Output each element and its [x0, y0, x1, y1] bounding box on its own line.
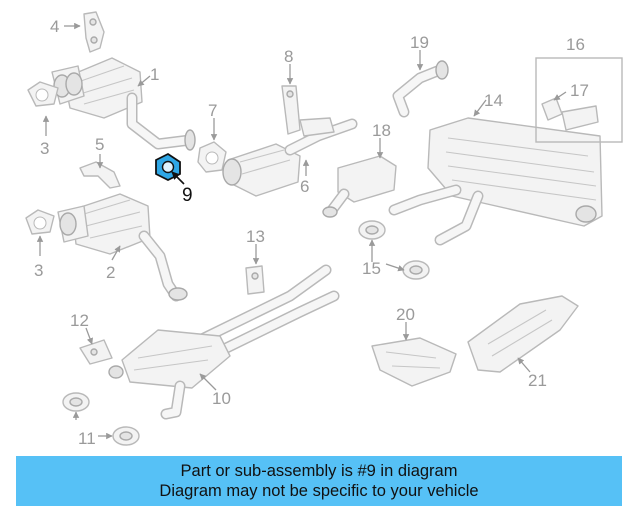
part-18-muffler — [322, 155, 397, 218]
callout-10: 10 — [212, 389, 231, 408]
part-3-gasket-upper — [27, 81, 59, 107]
callout-5: 5 — [95, 135, 104, 154]
part-2-catalytic-converter — [57, 193, 188, 302]
part-19-tail-pipe — [392, 60, 449, 118]
callout-18: 18 — [372, 121, 391, 140]
part-15-clamp-lower — [402, 260, 430, 280]
part-16-kit — [535, 57, 623, 143]
callout-17: 17 — [570, 81, 589, 100]
callout-3-lower: 3 — [34, 261, 43, 280]
part-12-bracket — [79, 339, 113, 365]
callout-8: 8 — [284, 47, 293, 66]
callout-7: 7 — [208, 101, 217, 120]
part-14-rear-muffler — [388, 117, 603, 246]
info-banner: Part or sub-assembly is #9 in diagram Di… — [16, 456, 622, 506]
part-8-hanger — [281, 85, 335, 137]
callout-6: 6 — [300, 177, 309, 196]
callout-21: 21 — [528, 371, 547, 390]
part-7-gasket — [197, 141, 227, 173]
callout-2: 2 — [106, 263, 115, 282]
part-11-clamp-lower — [112, 426, 140, 446]
callout-15: 15 — [362, 259, 381, 278]
callout-9: 9 — [182, 185, 193, 206]
callout-19: 19 — [410, 33, 429, 52]
part-6-catalytic-converter — [222, 118, 358, 197]
callout-16: 16 — [566, 35, 585, 54]
callout-11: 11 — [78, 429, 96, 448]
exhaust-parts-diagram: 4 1 3 5 8 7 6 9 19 14 16 17 18 3 2 13 15… — [25, 11, 623, 448]
part-13-isolator — [245, 265, 265, 295]
leader-9 — [171, 171, 185, 185]
callout-labels: 4 1 3 5 8 7 6 9 19 14 16 17 18 3 2 13 15… — [34, 17, 589, 448]
part-4-bracket — [83, 11, 105, 53]
leader-lines — [36, 22, 567, 440]
part-15-clamp-upper — [358, 220, 386, 240]
part-21-heat-shield — [467, 295, 579, 373]
banner-line-2: Diagram may not be specific to your vehi… — [159, 482, 479, 500]
banner-line-1: Part or sub-assembly is #9 in diagram — [180, 462, 458, 480]
part-10-center-muffler — [108, 264, 340, 420]
part-3-gasket-lower — [25, 209, 55, 235]
callout-12: 12 — [70, 311, 89, 330]
callout-3-upper: 3 — [40, 139, 49, 158]
callout-4: 4 — [50, 17, 59, 36]
callout-20: 20 — [396, 305, 415, 324]
part-20-heat-shield — [371, 337, 457, 387]
callout-13: 13 — [246, 227, 265, 246]
callout-14: 14 — [484, 91, 503, 110]
callout-1: 1 — [150, 65, 159, 84]
part-17-bracket — [541, 97, 599, 131]
part-1-catalytic-converter — [51, 57, 196, 151]
part-11-clamp-upper — [62, 392, 90, 412]
